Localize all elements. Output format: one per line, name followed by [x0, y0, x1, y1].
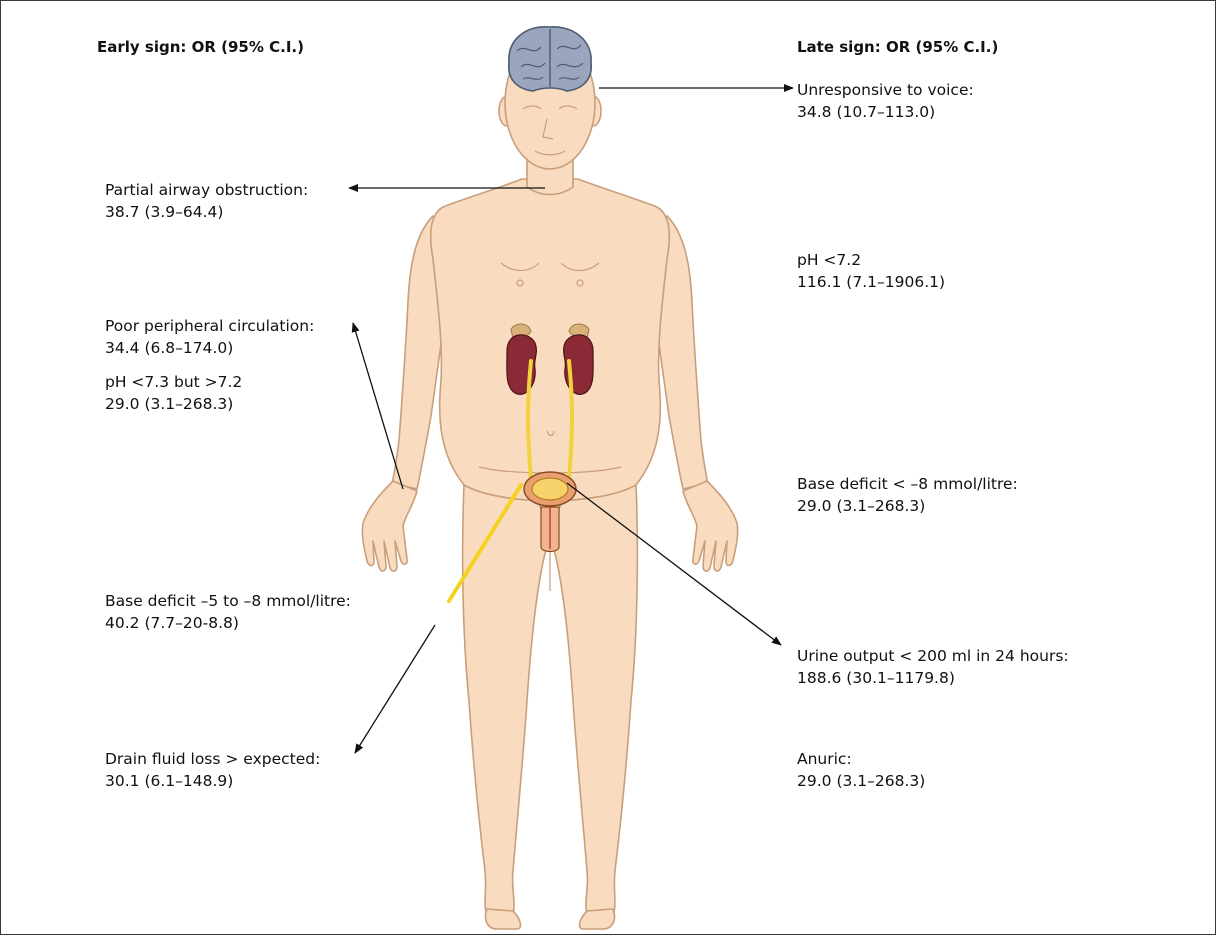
brain-organ: [509, 27, 592, 91]
late-sign-anuric: Anuric: 29.0 (3.1–268.3): [797, 748, 925, 792]
left-hand: [362, 481, 417, 571]
late-sign-base-deficit: Base deficit < –8 mmol/litre: 29.0 (3.1–…: [797, 473, 1018, 517]
early-sign-peripheral: Poor peripheral circulation: 34.4 (6.8–1…: [105, 315, 314, 359]
left-leg: [463, 483, 547, 916]
sign-name: Poor peripheral circulation:: [105, 315, 314, 337]
sign-value: 29.0 (3.1–268.3): [797, 770, 925, 792]
late-sign-header: Late sign: OR (95% C.I.): [797, 38, 998, 56]
sign-value: 30.1 (6.1–148.9): [105, 770, 320, 792]
sign-name: Anuric:: [797, 748, 925, 770]
right-hand: [683, 481, 738, 571]
sign-name: Unresponsive to voice:: [797, 79, 974, 101]
torso: [431, 179, 670, 501]
late-sign-urine: Urine output < 200 ml in 24 hours: 188.6…: [797, 645, 1069, 689]
sign-name: Base deficit –5 to –8 mmol/litre:: [105, 590, 351, 612]
right-foot: [580, 909, 615, 929]
sign-value: 34.4 (6.8–174.0): [105, 337, 314, 359]
early-sign-drain: Drain fluid loss > expected: 30.1 (6.1–1…: [105, 748, 320, 792]
sign-name: Drain fluid loss > expected:: [105, 748, 320, 770]
late-sign-ph: pH <7.2 116.1 (7.1–1906.1): [797, 249, 945, 293]
sign-name: Partial airway obstruction:: [105, 179, 308, 201]
sign-name: Urine output < 200 ml in 24 hours:: [797, 645, 1069, 667]
early-sign-base-deficit: Base deficit –5 to –8 mmol/litre: 40.2 (…: [105, 590, 351, 634]
sign-name: pH <7.2: [797, 249, 945, 271]
sign-value: 29.0 (3.1–268.3): [797, 495, 1018, 517]
early-sign-header: Early sign: OR (95% C.I.): [97, 38, 304, 56]
left-foot: [485, 909, 520, 929]
sign-name: pH <7.3 but >7.2: [105, 371, 242, 393]
sign-value: 40.2 (7.7–20-8.8): [105, 612, 351, 634]
sign-value: 38.7 (3.9–64.4): [105, 201, 308, 223]
arrow-drain: [355, 625, 435, 753]
arrow-peripheral: [353, 323, 403, 489]
sign-value: 29.0 (3.1–268.3): [105, 393, 242, 415]
sign-value: 116.1 (7.1–1906.1): [797, 271, 945, 293]
sign-value: 188.6 (30.1–1179.8): [797, 667, 1069, 689]
early-sign-ph: pH <7.3 but >7.2 29.0 (3.1–268.3): [105, 371, 242, 415]
right-leg: [553, 483, 637, 916]
early-sign-airway: Partial airway obstruction: 38.7 (3.9–64…: [105, 179, 308, 223]
sign-name: Base deficit < –8 mmol/litre:: [797, 473, 1018, 495]
late-sign-unresponsive: Unresponsive to voice: 34.8 (10.7–113.0): [797, 79, 974, 123]
sign-value: 34.8 (10.7–113.0): [797, 101, 974, 123]
